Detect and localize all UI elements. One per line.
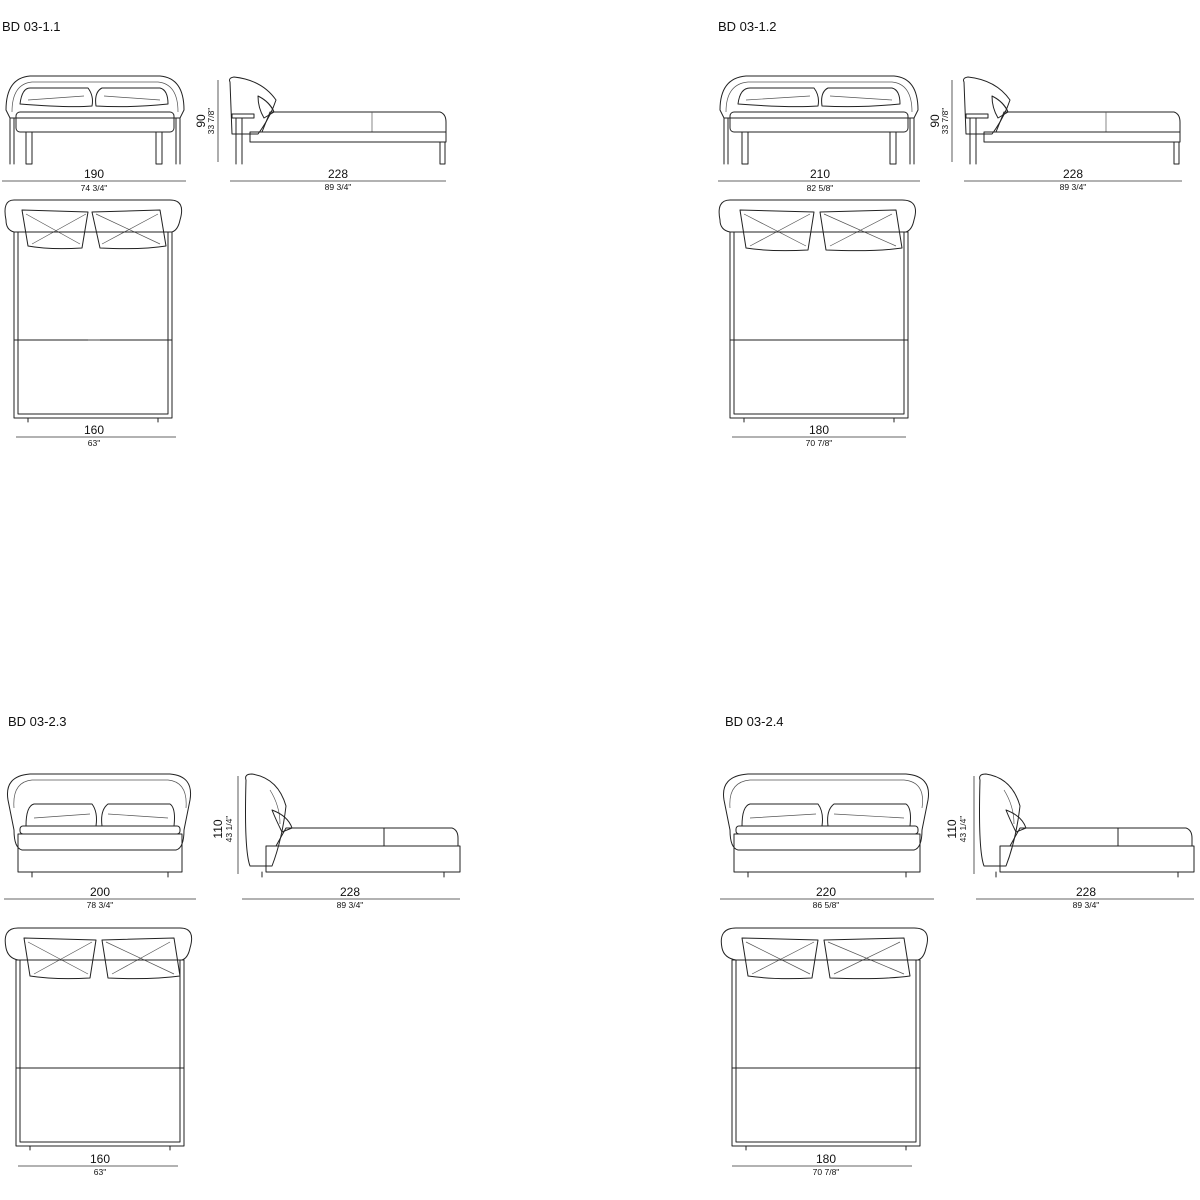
model-code: BD 03-2.4 bbox=[725, 714, 784, 729]
front-width-cm: 200 bbox=[90, 885, 110, 899]
height-cm: 110 bbox=[945, 819, 959, 838]
front-width-cm: 220 bbox=[816, 885, 836, 899]
side-length-cm: 228 bbox=[328, 167, 348, 181]
side-length-cm: 228 bbox=[340, 885, 360, 899]
height-in: 43 1/4" bbox=[224, 816, 234, 843]
front-width-in: 78 3/4" bbox=[87, 900, 114, 910]
front-width-in: 82 5/8" bbox=[807, 183, 834, 193]
front-width-cm: 210 bbox=[810, 167, 830, 181]
model-bd-03-1-2: BD 03-1.2 210 82 5/8" 90 33 7/8" bbox=[718, 19, 1182, 448]
mattress-width-cm: 160 bbox=[84, 423, 104, 437]
height-in: 33 7/8" bbox=[206, 108, 216, 135]
front-view bbox=[6, 773, 192, 878]
height-cm: 90 bbox=[928, 114, 942, 128]
top-view bbox=[718, 199, 916, 423]
height-in: 33 7/8" bbox=[940, 108, 950, 135]
side-length-cm: 228 bbox=[1076, 885, 1096, 899]
side-length-in: 89 3/4" bbox=[337, 900, 364, 910]
side-length-cm: 228 bbox=[1063, 167, 1083, 181]
front-width-cm: 190 bbox=[84, 167, 104, 181]
model-bd-03-2-4: BD 03-2.4 220 86 5/8" 110 43 1/4" bbox=[720, 714, 1195, 1177]
model-bd-03-2-3: BD 03-2.3 200 78 3/4" 110 43 1/4" bbox=[4, 714, 461, 1177]
model-code: BD 03-2.3 bbox=[8, 714, 67, 729]
top-view bbox=[4, 927, 193, 1151]
mattress-width-cm: 160 bbox=[90, 1152, 110, 1166]
front-width-in: 86 5/8" bbox=[813, 900, 840, 910]
top-view bbox=[720, 927, 928, 1151]
front-view bbox=[5, 75, 185, 165]
mattress-width-cm: 180 bbox=[809, 423, 829, 437]
model-bd-03-1-1: BD 03-1.1 190 74 3/4" 90 33 7/8" bbox=[2, 19, 447, 448]
mattress-width-in: 70 7/8" bbox=[806, 438, 833, 448]
side-view bbox=[245, 773, 461, 878]
front-view bbox=[723, 773, 930, 878]
height-in: 43 1/4" bbox=[958, 816, 968, 843]
top-view bbox=[4, 199, 183, 423]
front-view bbox=[719, 75, 919, 165]
model-code: BD 03-1.2 bbox=[718, 19, 777, 34]
side-view bbox=[963, 76, 1181, 165]
model-code: BD 03-1.1 bbox=[2, 19, 61, 34]
side-view bbox=[979, 773, 1195, 878]
side-length-in: 89 3/4" bbox=[325, 182, 352, 192]
mattress-width-cm: 180 bbox=[816, 1152, 836, 1166]
side-length-in: 89 3/4" bbox=[1060, 182, 1087, 192]
height-cm: 90 bbox=[194, 114, 208, 128]
height-cm: 110 bbox=[211, 819, 225, 838]
front-width-in: 74 3/4" bbox=[81, 183, 108, 193]
mattress-width-in: 63" bbox=[94, 1167, 106, 1177]
side-view bbox=[229, 76, 447, 165]
side-length-in: 89 3/4" bbox=[1073, 900, 1100, 910]
mattress-width-in: 70 7/8" bbox=[813, 1167, 840, 1177]
mattress-width-in: 63" bbox=[88, 438, 100, 448]
